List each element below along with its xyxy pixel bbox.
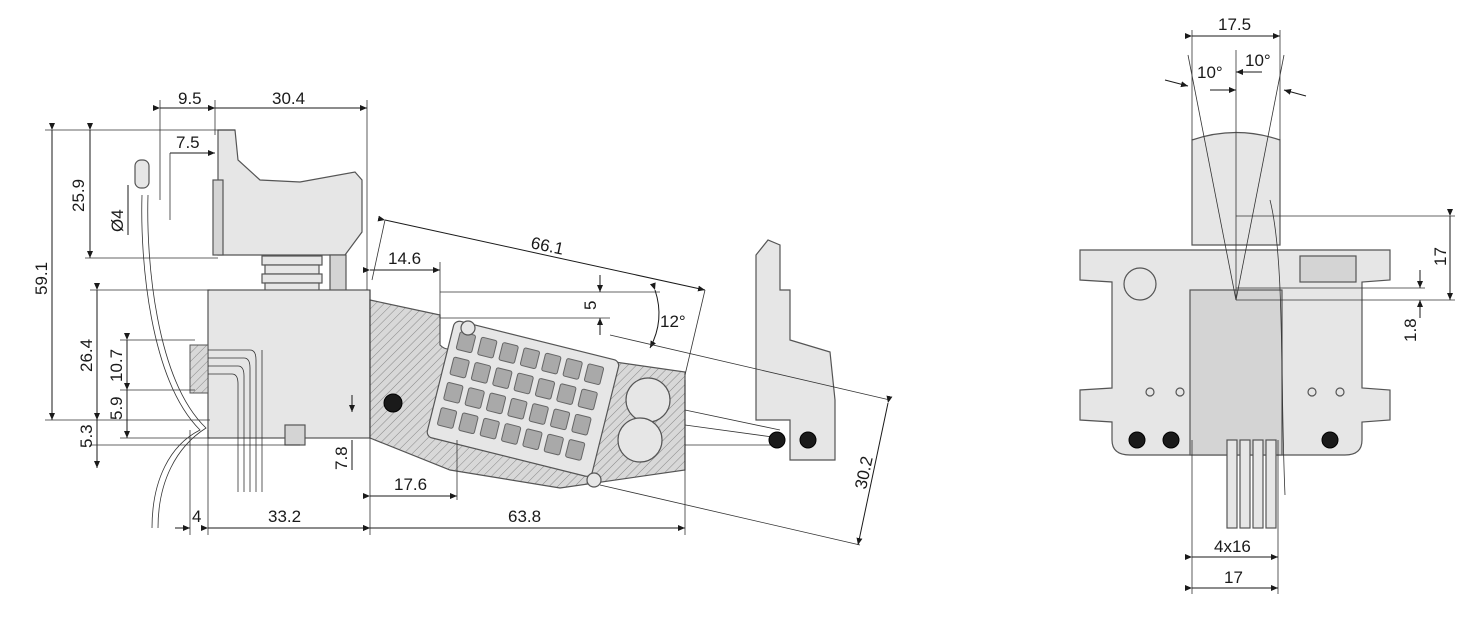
dim-5-3: 5.3 bbox=[77, 424, 96, 448]
heatsink-cell bbox=[571, 413, 592, 436]
dim-9-5: 9.5 bbox=[178, 89, 202, 108]
hole-2 bbox=[1175, 387, 1185, 397]
dim-12-deg: 12° bbox=[660, 312, 686, 331]
dim-17-bottom: 17 bbox=[1224, 568, 1243, 587]
dim-25-9: 25.9 bbox=[69, 179, 88, 212]
dim-30-2: 30.2 bbox=[851, 455, 876, 491]
dim-1-8: 1.8 bbox=[1401, 318, 1420, 342]
heatsink-cell bbox=[479, 417, 500, 440]
dim-dia4: Ø4 bbox=[108, 209, 127, 232]
dim-7-5: 7.5 bbox=[176, 133, 200, 152]
hole-3 bbox=[1307, 387, 1317, 397]
heatsink-grid bbox=[426, 320, 620, 477]
dim-14-6: 14.6 bbox=[388, 249, 421, 268]
terminal-block bbox=[189, 344, 209, 394]
heatsink-cell bbox=[565, 439, 586, 461]
connector-screw-1 bbox=[768, 431, 786, 449]
capacitor-2 bbox=[617, 417, 663, 463]
heatsink-cell bbox=[535, 378, 556, 400]
dim-59-1: 59.1 bbox=[32, 262, 51, 295]
heatsink-cell bbox=[522, 428, 543, 451]
label-window bbox=[1299, 255, 1357, 283]
side-view: 9.5 30.4 7.5 25.9 Ø4 59.1 26.4 10.7 5.9 … bbox=[32, 89, 893, 546]
dim-4x16: 4x16 bbox=[1214, 537, 1251, 556]
heatsink-cell bbox=[470, 362, 491, 384]
screw-top bbox=[460, 320, 476, 336]
heatsink-cell bbox=[449, 356, 470, 379]
connector-screw-2 bbox=[799, 431, 817, 449]
heatsink-cell bbox=[486, 392, 507, 415]
dim-10-deg-left: 10° bbox=[1197, 63, 1223, 82]
hole-1 bbox=[1145, 387, 1155, 397]
front-wire bbox=[1269, 199, 1286, 496]
heatsink-cell bbox=[577, 388, 598, 411]
screw-bottom bbox=[586, 472, 602, 488]
heatsink-cell bbox=[477, 336, 498, 359]
dim-10-7: 10.7 bbox=[107, 349, 126, 382]
connector-cable bbox=[684, 409, 781, 446]
dim-17-right: 17 bbox=[1431, 247, 1450, 266]
dim-26-4: 26.4 bbox=[77, 339, 96, 372]
heatsink-cell bbox=[519, 347, 540, 370]
heatsink-cell bbox=[507, 397, 528, 420]
switch-housing bbox=[207, 289, 371, 439]
dim-33-2: 33.2 bbox=[268, 507, 301, 526]
heatsink-cell bbox=[492, 367, 513, 389]
front-screw-2 bbox=[1162, 431, 1180, 449]
dim-17-6: 17.6 bbox=[394, 475, 427, 494]
dim-17-5: 17.5 bbox=[1218, 15, 1251, 34]
dim-10-deg-right: 10° bbox=[1245, 51, 1271, 70]
dim-4: 4 bbox=[192, 507, 201, 526]
heatsink-cell bbox=[543, 433, 564, 456]
led-indicator bbox=[134, 159, 150, 189]
heatsink-cell bbox=[437, 407, 458, 429]
heatsink-cell bbox=[550, 408, 571, 431]
lead-wire-outer bbox=[147, 194, 207, 529]
heatsink-cell bbox=[562, 358, 583, 380]
trigger-button bbox=[217, 129, 363, 256]
heatsink-cell bbox=[556, 383, 577, 405]
output-pins bbox=[208, 349, 263, 492]
front-view: 17.5 10° 10° 17 1.8 4x16 17 bbox=[1079, 15, 1455, 594]
trigger-stem bbox=[212, 179, 224, 256]
heatsink-cell bbox=[443, 382, 464, 404]
lead-wire bbox=[141, 194, 201, 529]
capacitor-1 bbox=[625, 377, 671, 423]
heatsink-cell bbox=[513, 372, 534, 395]
center-body bbox=[1189, 289, 1283, 456]
hole-4 bbox=[1335, 387, 1345, 397]
bellows-spring bbox=[261, 255, 323, 292]
screw-left bbox=[383, 393, 403, 413]
heatsink-cell bbox=[583, 363, 605, 385]
heatsink-cell bbox=[541, 352, 562, 375]
dim-5-9: 5.9 bbox=[107, 396, 126, 420]
dim-5: 5 bbox=[581, 301, 600, 310]
dim-66-1: 66.1 bbox=[529, 233, 565, 258]
trigger-guide bbox=[329, 254, 347, 292]
rating-seal bbox=[1123, 267, 1157, 301]
front-screw-3 bbox=[1321, 431, 1339, 449]
dim-30-4: 30.4 bbox=[272, 89, 305, 108]
heatsink-cell bbox=[501, 423, 522, 445]
front-pins bbox=[1226, 439, 1277, 529]
dim-63-8: 63.8 bbox=[508, 507, 541, 526]
dim-7-8: 7.8 bbox=[332, 446, 351, 470]
front-screw-1 bbox=[1128, 431, 1146, 449]
heatsink-cell bbox=[498, 342, 519, 364]
front-dimension-lines bbox=[1164, 30, 1455, 594]
end-connector bbox=[755, 239, 836, 461]
side-tab bbox=[284, 424, 306, 446]
heatsink-cell bbox=[458, 412, 479, 435]
side-dimension-lines bbox=[45, 100, 893, 546]
heatsink-cell bbox=[528, 403, 549, 425]
heatsink-cell bbox=[464, 387, 485, 409]
